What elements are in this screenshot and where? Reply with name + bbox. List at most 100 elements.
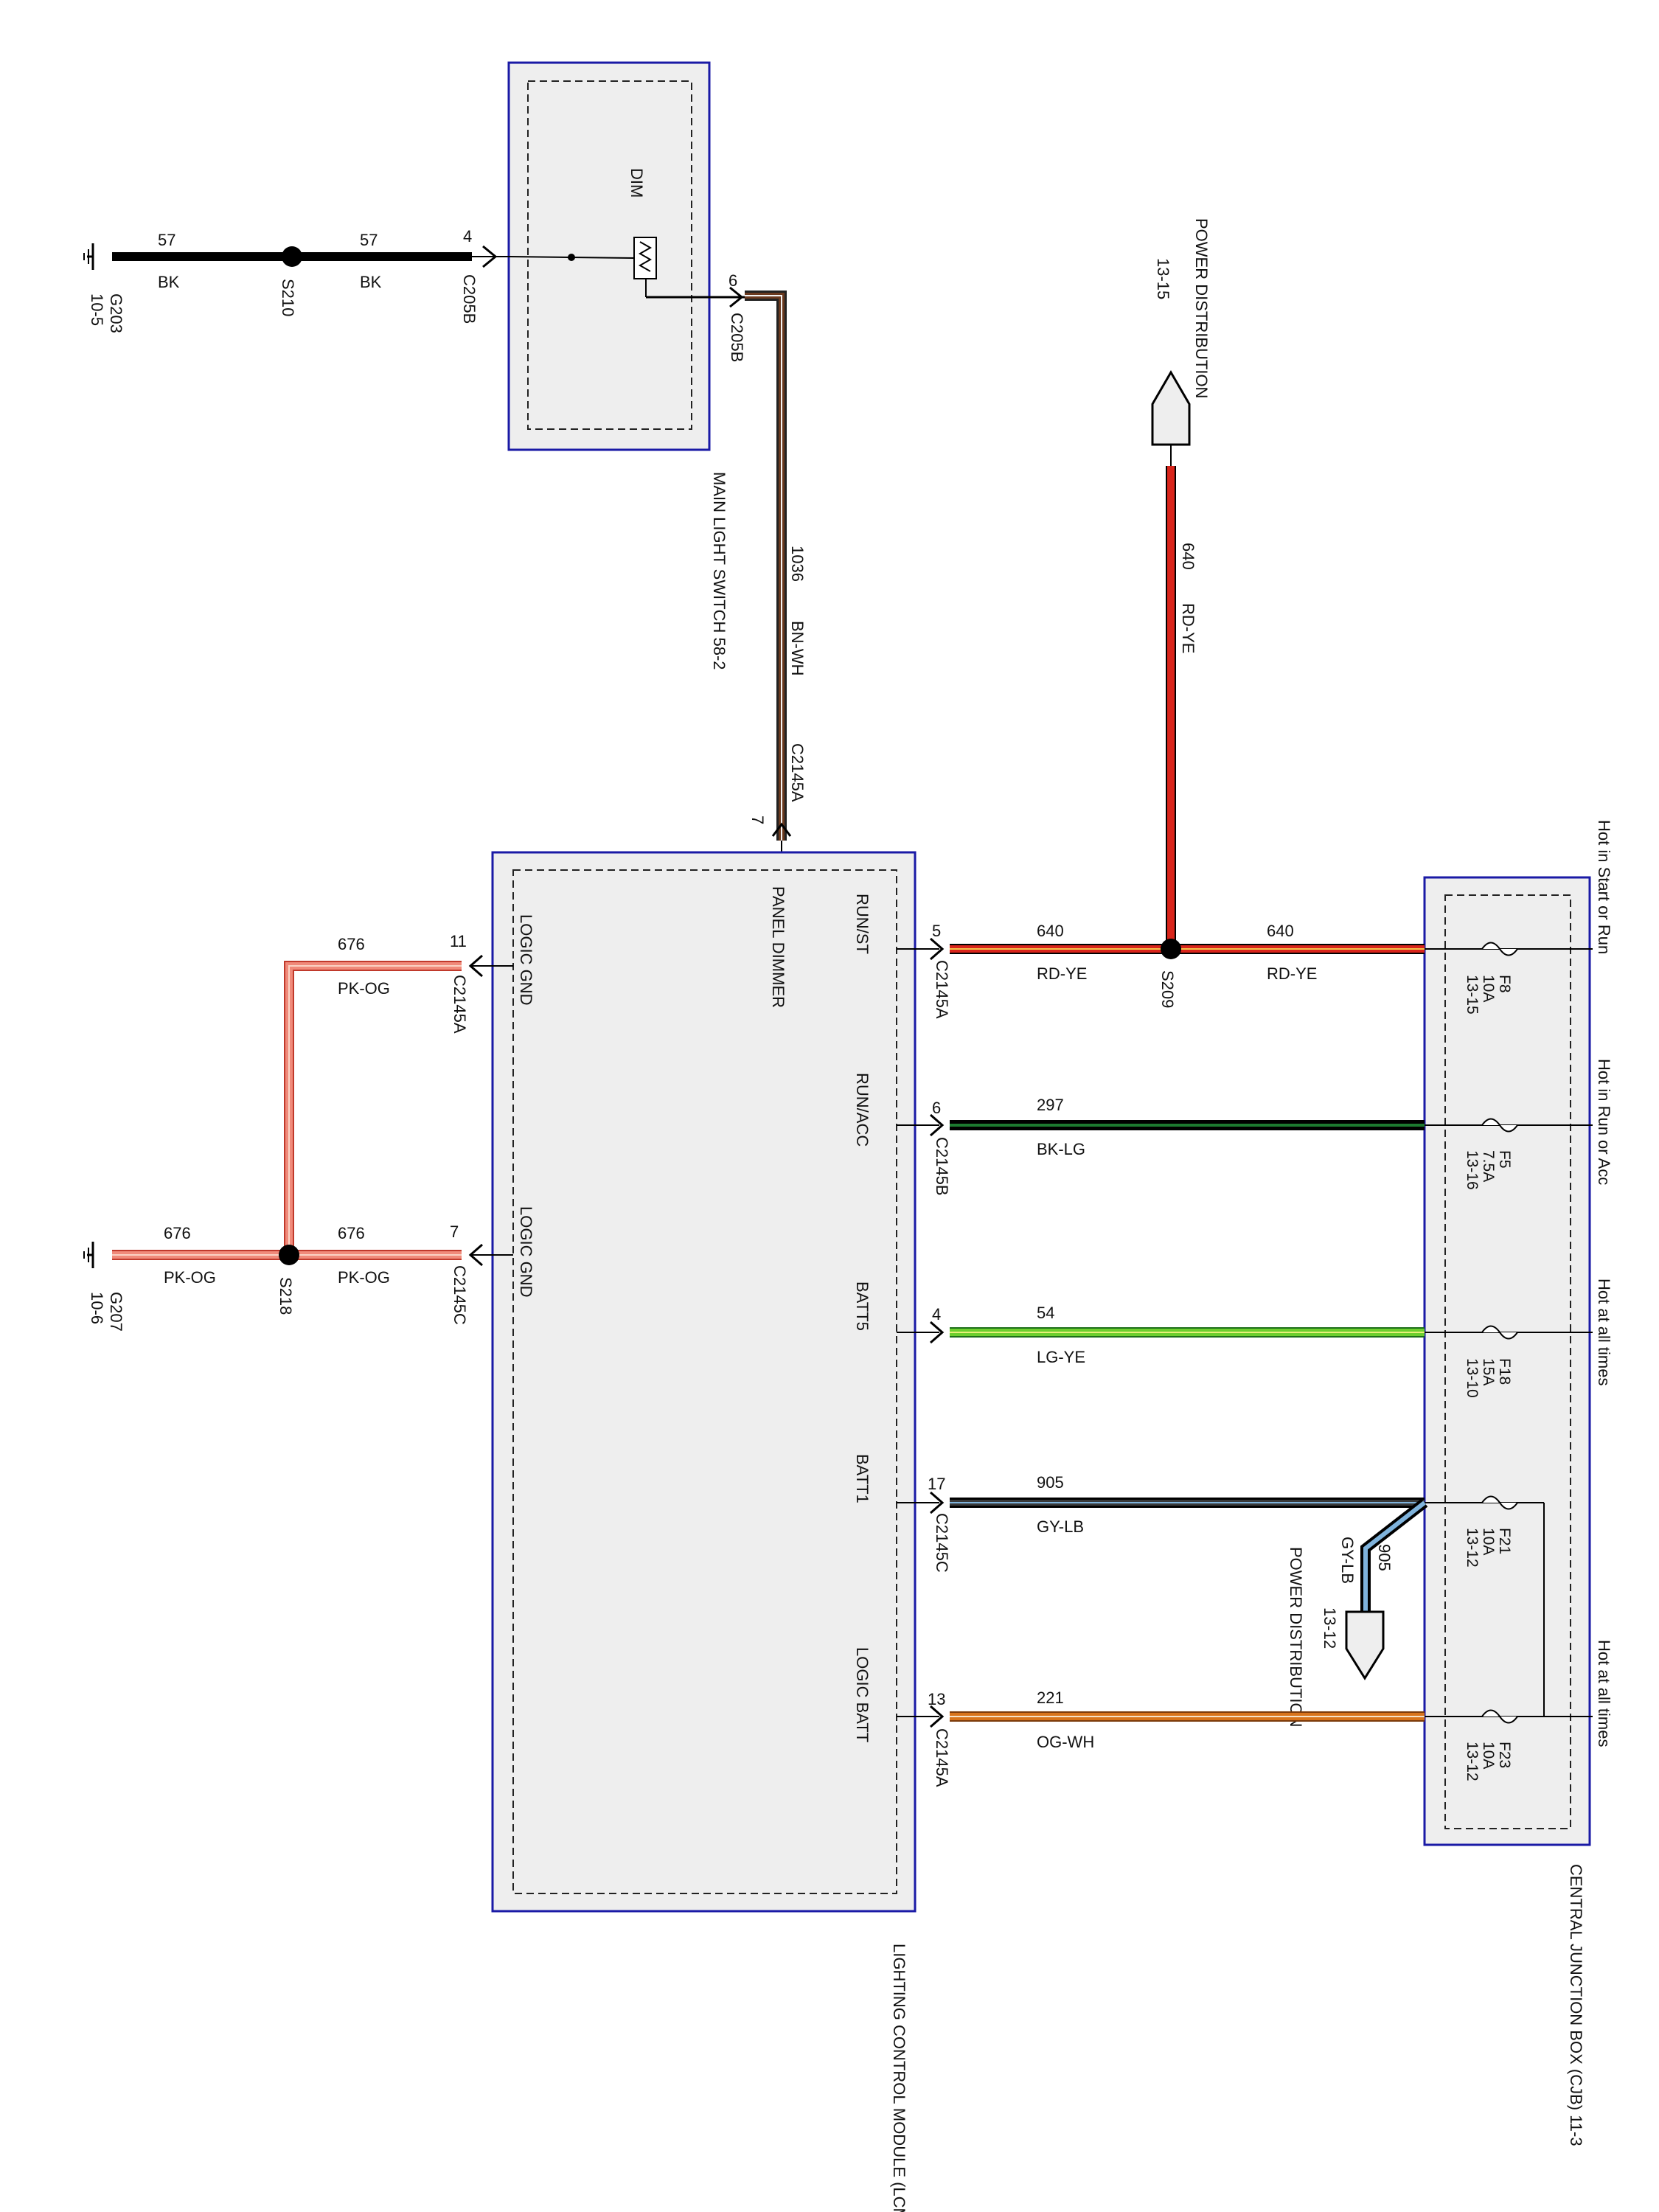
lcm-batt1: BATT1 [853,1454,872,1503]
fuse-f18-status: Hot at all times [1595,1279,1613,1386]
ground-g203-label: G203 [107,293,125,333]
power-distribution-top-name: POWER DISTRIBUTION [1192,218,1211,398]
lcm-logic-gnd-a: LOGIC GND [517,914,535,1005]
wire-640-vertical-color: RD-YE [1179,603,1197,653]
conn-c205b-pin6: C205B [728,313,746,362]
wire-676-right-color: PK-OG [338,1268,390,1287]
splice-s210-label: S210 [279,279,297,316]
pin-6-label: 6 [728,271,737,290]
fuse-f18-id: F18 [1496,1358,1513,1385]
wire-57-left-color: BK [158,273,180,291]
fuse-f23 [1425,1709,1593,1724]
fuse-f18-rating: 15A [1480,1358,1497,1385]
power-distribution-top-connector [1151,370,1191,446]
splice-s218-label: S218 [276,1277,295,1315]
wire-676-right-number: 676 [338,1224,365,1242]
logic-batt-pin: 13 [928,1690,945,1708]
wire-221-color: OG-WH [1037,1733,1094,1751]
wire-905-number: 905 [1037,1473,1064,1492]
fuse-f5-page: 13-16 [1464,1150,1481,1190]
power-distribution-bottom-connector [1345,1610,1385,1680]
wire-640-run-st [897,937,1425,961]
run-acc-pin: 6 [932,1099,941,1117]
main-light-switch: DIM MAIN LIGHT SWITCH 58-2 [507,61,728,670]
wire-221-number: 221 [1037,1688,1064,1707]
splice-s218 [279,1245,299,1265]
run-st-conn: C2145A [933,960,951,1019]
power-distribution-top-page: 13-15 [1154,258,1172,299]
power-distribution-bottom-name: POWER DISTRIBUTION [1287,1547,1305,1727]
wire-905-batt1 [897,1491,1428,1612]
splice-s210 [282,246,302,267]
fuse-f18 [1425,1325,1593,1340]
lighting-control-module [491,851,917,1913]
wire-905-branch-color: GY-LB [1338,1537,1357,1584]
lcm-panel-dimmer: PANEL DIMMER [769,886,787,1008]
wire-640-right-color: RD-YE [1267,964,1317,983]
wire-640-vertical-number: 640 [1179,543,1197,570]
fuse-f5-rating: 7.5A [1480,1150,1497,1182]
wire-1036-conn: C2145A [788,743,807,802]
wire-54-batt5 [897,1321,1425,1344]
wire-676-logic-gnd [112,954,513,1267]
wire-1036 [645,279,792,869]
batt1-pin: 17 [928,1475,945,1493]
wire-676-left-number: 676 [164,1224,191,1242]
wire-905-color: GY-LB [1037,1517,1084,1536]
lcm-run-acc: RUN/ACC [853,1073,872,1147]
logic-batt-conn: C2145A [933,1728,951,1787]
fuse-f8-rating: 10A [1480,975,1497,1002]
fuse-f23-status: Hot at all times [1595,1640,1613,1747]
main-light-switch-label: MAIN LIGHT SWITCH 58-2 [710,472,728,670]
wire-676-top-number: 676 [338,935,365,953]
lcm-logic-gnd-c: LOGIC GND [517,1206,535,1297]
ground-g207-label: G207 [107,1292,125,1332]
fuse-f5-status: Hot in Run or Acc [1595,1059,1613,1185]
logic-gnd-c-pin: 7 [450,1222,459,1241]
splice-s209-label: S209 [1158,970,1177,1008]
wire-297-number: 297 [1037,1096,1064,1114]
logic-gnd-c-conn: C2145C [451,1265,469,1325]
logic-gnd-a-conn: C2145A [451,975,469,1034]
wire-1036-number: 1036 [788,546,807,582]
fuse-f21-rating: 10A [1480,1528,1497,1555]
conn-c205b-pin4: C205B [460,274,479,324]
wire-57-left-number: 57 [158,231,175,249]
wire-676-top-color: PK-OG [338,979,390,998]
wire-221-logic-batt [897,1705,1425,1728]
central-junction-box [1423,876,1591,1846]
wire-905-branch-number: 905 [1375,1544,1394,1571]
dimmer-rheostat-icon [633,237,657,279]
cjb-name-label: CENTRAL JUNCTION BOX (CJB) 11-3 [1567,1864,1585,2146]
ground-g207-page: 10-6 [88,1292,106,1324]
lcm-batt5: BATT5 [853,1281,872,1331]
wire-640-left-number: 640 [1037,922,1064,940]
wire-676-left-color: PK-OG [164,1268,216,1287]
ground-circuit-57 [83,243,635,270]
dim-label: DIM [627,168,646,198]
pin-4-label: 4 [463,227,472,246]
fuse-f21 [1425,1495,1545,1717]
logic-gnd-a-pin: 11 [450,932,467,950]
fuse-f23-page: 13-12 [1464,1742,1481,1781]
lcm-logic-batt: LOGIC BATT [853,1647,872,1742]
run-acc-conn: C2145B [933,1137,951,1196]
wire-1036-pin: 7 [748,815,767,824]
fuse-f8-page: 13-15 [1464,975,1481,1015]
wire-297-color: BK-LG [1037,1140,1085,1158]
batt5-pin: 4 [932,1305,941,1324]
wire-54-number: 54 [1037,1304,1054,1322]
fuse-f23-rating: 10A [1480,1742,1497,1769]
fuse-f18-page: 13-10 [1464,1358,1481,1398]
wire-57-right-number: 57 [360,231,378,249]
wire-640-left-color: RD-YE [1037,964,1087,983]
splice-s209 [1161,939,1181,959]
lcm-run-st: RUN/ST [853,894,872,954]
ground-g207-icon [83,1242,94,1268]
lcm-name-label: LIGHTING CONTROL MODULE (LCM) 58-1 58-2 [890,1944,908,2212]
fuse-f23-id: F23 [1496,1742,1513,1768]
fuse-f21-page: 13-12 [1464,1528,1481,1568]
fuse-f8-status: Hot in Start or Run [1595,820,1613,954]
fuse-f8 [1425,942,1593,956]
